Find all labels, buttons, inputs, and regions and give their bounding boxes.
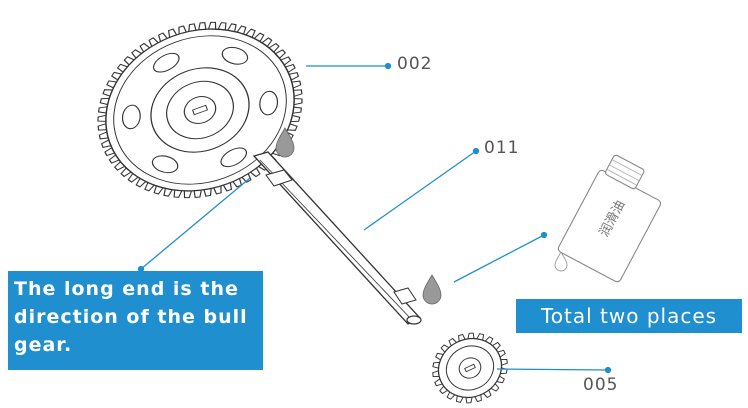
oil-bottle-icon: 润滑油 (557, 151, 671, 283)
leader-dot (542, 233, 547, 238)
leader-line-005 (497, 369, 608, 370)
total-places-note: Total two places (516, 299, 742, 333)
leader-dot (474, 149, 479, 154)
part-label-002: 002 (397, 54, 432, 74)
part-label-005: 005 (583, 375, 618, 395)
leader-dot (386, 64, 391, 69)
shaft (254, 152, 421, 324)
oil-drop-icon (423, 275, 441, 304)
small-gear (421, 321, 519, 408)
leader-line-011 (364, 151, 476, 230)
leader-dot (606, 368, 611, 373)
leader-line-oil (454, 235, 544, 282)
part-label-011: 011 (484, 138, 519, 158)
long-end-note: The long end is the direction of the bul… (8, 271, 263, 370)
